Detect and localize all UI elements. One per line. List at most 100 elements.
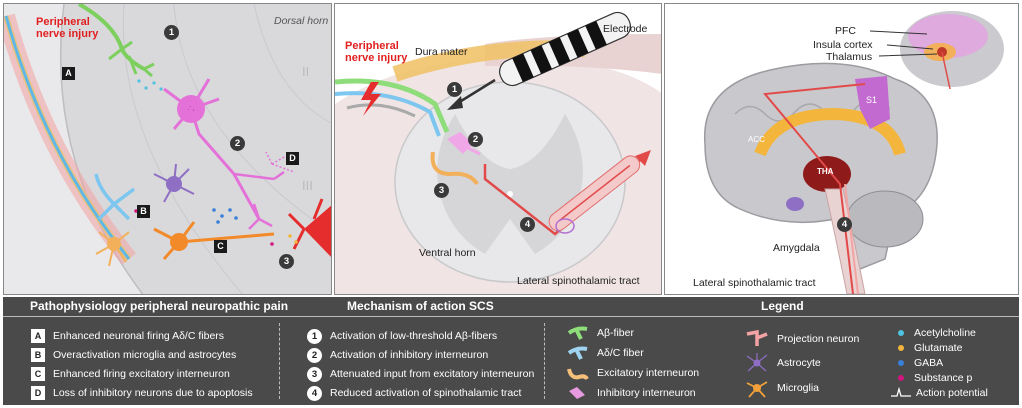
microglia-icon (746, 381, 768, 398)
peripheral-injury-title: Peripheral nerve injury (36, 16, 99, 40)
cell-legend-item: Astrocyte (745, 353, 821, 372)
brain-panel: PFC Insula cortex Thalamus S1 ACC THA Am… (664, 3, 1019, 295)
marker-c: C (214, 240, 227, 253)
pfc-label: PFC (835, 25, 856, 37)
glutamate-dot-icon (898, 345, 904, 351)
cell-text: Astrocyte (777, 357, 821, 369)
mech-item: 4 Reduced activation of spinothalamic tr… (307, 384, 521, 402)
mech-key: 2 (307, 347, 322, 363)
marker-a: A (62, 67, 75, 80)
patho-key: A (31, 329, 45, 343)
ventral-horn-label: Ventral horn (419, 247, 476, 259)
legend-heading: Legend (761, 299, 804, 313)
inhibitory-interneuron-icon (569, 387, 585, 399)
excitatory-interneuron-icon (567, 368, 589, 381)
mech-key: 3 (307, 366, 322, 382)
mech-text: Activation of low-threshold Aβ-fibers (330, 330, 498, 342)
svg-text:III: III (302, 178, 313, 193)
signal-text: Acetylcholine (914, 327, 976, 339)
legend-bar: Pathophysiology peripheral neuropathic p… (3, 297, 1019, 405)
dorsal-horn-label: Dorsal horn (274, 15, 329, 27)
step-1-badge-2: 1 (447, 82, 462, 97)
tha-label: THA (817, 167, 834, 176)
mech-key: 4 (307, 385, 322, 401)
signal-legend-item: Substance p (898, 369, 972, 387)
brain-illustration (703, 11, 1004, 294)
mech-text: Reduced activation of spinothalamic trac… (330, 387, 522, 399)
dorsal-horn-panel: II III Peripheral nerve injury Dorsal ho… (3, 3, 332, 295)
svg-text:II: II (302, 64, 309, 79)
cell-legend-item: Microglia (745, 379, 820, 398)
signal-legend-item: GABA (898, 354, 943, 372)
astrocyte-icon (746, 353, 768, 372)
patho-text: Loss of inhibitory neurons due to apopto… (53, 387, 253, 399)
step-1-badge: 1 (164, 25, 179, 40)
cell-text: Projection neuron (777, 333, 860, 345)
fiber-text: Excitatory interneuron (597, 367, 700, 379)
mech-heading: Mechanism of action SCS (347, 299, 494, 313)
mech-item: 3 Attenuated input from excitatory inter… (307, 365, 534, 383)
patho-key: B (31, 348, 45, 362)
signal-text: Glutamate (914, 342, 963, 354)
gaba-dot-icon (898, 360, 904, 366)
patho-heading: Pathophysiology peripheral neuropathic p… (30, 299, 289, 313)
patho-key: C (31, 367, 45, 381)
action-potential-icon (891, 387, 911, 397)
patho-item: D Loss of inhibitory neurons due to apop… (31, 384, 253, 402)
thalamus-label: Thalamus (826, 51, 873, 63)
cell-text: Microglia (777, 382, 820, 394)
electrode-label: Electrode (603, 23, 648, 35)
fiber-legend-item: Aδ/C fiber (567, 344, 644, 362)
patho-key: D (31, 386, 45, 400)
amygdala-label: Amygdala (773, 242, 820, 254)
acc-label: ACC (748, 135, 765, 144)
signal-legend-item: Action potential (890, 384, 988, 402)
legend-divider (3, 316, 1019, 317)
patho-text: Overactivation microglia and astrocytes (53, 349, 237, 361)
signal-text: GABA (914, 357, 944, 369)
cell-legend-item: Projection neuron (745, 330, 859, 348)
signal-text: Action potential (916, 387, 988, 399)
peripheral-injury-title-2: Peripheral nerve injury (345, 40, 408, 64)
step-3-badge-2: 3 (434, 183, 449, 198)
patho-item: C Enhanced firing excitatory interneuron (31, 365, 230, 383)
fiber-text: Aδ/C fiber (597, 347, 644, 359)
brain-tract-label: Lateral spinothalamic tract (693, 277, 816, 289)
projection-neuron-icon (746, 330, 768, 346)
patho-item: B Overactivation microglia and astrocyte… (31, 346, 236, 364)
fiber-text: Inhibitory interneuron (597, 387, 696, 399)
patho-text: Enhanced neuronal firing Aδ/C fibers (53, 330, 225, 342)
dura-mater-label: Dura mater (415, 46, 468, 58)
dorsal-horn-illustration: II III (4, 4, 331, 294)
fiber-text: Aβ-fiber (597, 327, 634, 339)
a-beta-fiber-icon (567, 326, 588, 340)
mech-item: 1 Activation of low-threshold Aβ-fibers (307, 327, 497, 345)
spinothalamic-tract-label: Lateral spinothalamic tract (517, 275, 640, 287)
step-3-badge: 3 (279, 254, 294, 269)
acetylcholine-dot-icon (898, 330, 904, 336)
fiber-legend-item: Aβ-fiber (567, 324, 634, 342)
step-4-badge-3: 4 (837, 217, 852, 232)
patho-text: Enhanced firing excitatory interneuron (53, 368, 230, 380)
patho-item: A Enhanced neuronal firing Aδ/C fibers (31, 327, 224, 345)
signal-legend-item: Acetylcholine (898, 324, 976, 342)
step-2-badge: 2 (230, 136, 245, 151)
s1-label: S1 (866, 95, 878, 105)
legend-separator (279, 323, 280, 399)
mech-text: Attenuated input from excitatory interne… (330, 368, 535, 380)
substance-p-dot-icon (898, 375, 904, 381)
marker-b: B (137, 205, 150, 218)
mech-text: Activation of inhibitory interneuron (330, 349, 489, 361)
step-4-badge-2: 4 (520, 217, 535, 232)
step-2-badge-2: 2 (468, 132, 483, 147)
marker-d: D (286, 152, 299, 165)
a-delta-fiber-icon (567, 346, 588, 360)
fiber-legend-item: Inhibitory interneuron (567, 384, 696, 402)
mech-key: 1 (307, 328, 322, 344)
insula-label: Insula cortex (813, 39, 873, 51)
mech-item: 2 Activation of inhibitory interneuron (307, 346, 488, 364)
spinal-cord-illustration (335, 11, 661, 294)
signal-legend-item: Glutamate (898, 339, 962, 357)
fiber-legend-item: Excitatory interneuron (567, 364, 699, 382)
signal-text: Substance p (914, 372, 973, 384)
